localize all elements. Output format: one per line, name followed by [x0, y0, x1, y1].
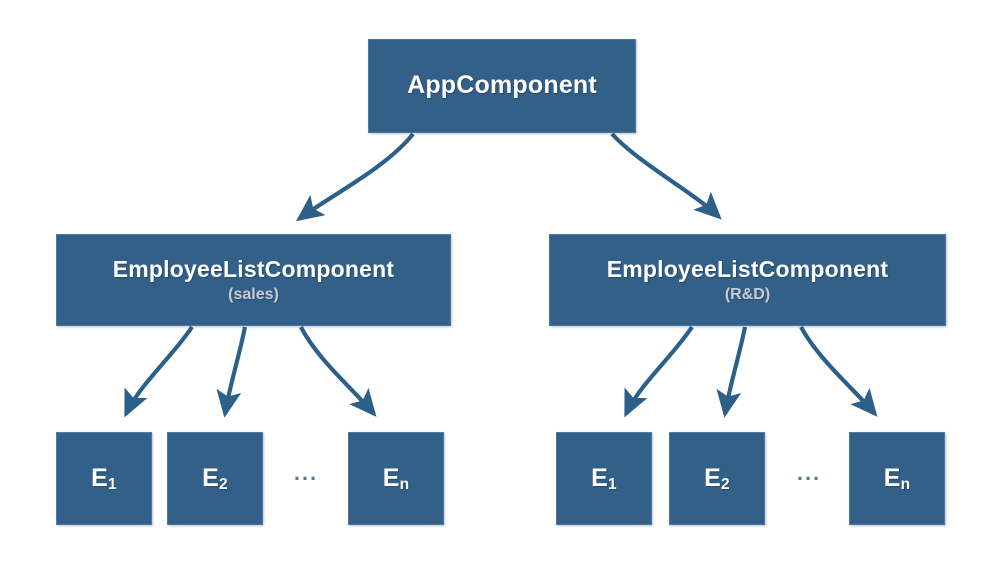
edge-rnd-to-e2 — [716, 326, 748, 418]
node-app-component-label: AppComponent — [407, 71, 597, 100]
employee-base-letter: E — [91, 463, 109, 492]
node-employee-rnd-n-label: En — [883, 463, 911, 494]
node-employee-sales-1-label: E1 — [91, 463, 117, 494]
edge-sales-to-e1 — [124, 325, 194, 418]
employee-index: 1 — [608, 476, 617, 494]
node-employee-list-component-rnd[interactable]: EmployeeListComponent (R&D) — [549, 234, 946, 326]
node-employee-list-component-sales-sublabel: (sales) — [228, 285, 279, 303]
edge-sales-to-e2 — [216, 326, 248, 418]
employee-index: n — [399, 476, 410, 494]
node-employee-list-component-rnd-sublabel: (R&D) — [724, 285, 771, 303]
node-employee-sales-n-label: En — [382, 463, 410, 494]
employee-base-letter: E — [382, 463, 400, 492]
node-employee-rnd-2[interactable]: E2 — [669, 432, 765, 525]
employee-base-letter: E — [591, 463, 609, 492]
edge-rnd-to-en — [799, 325, 878, 417]
edge-rnd-to-e1 — [624, 325, 694, 418]
node-employee-rnd-1-label: E1 — [591, 463, 617, 494]
node-employee-list-component-sales-label: EmployeeListComponent — [112, 255, 395, 282]
ellipsis-rnd: ... — [796, 460, 822, 485]
employee-base-letter: E — [883, 463, 901, 492]
employee-index: 2 — [219, 476, 228, 494]
node-employee-rnd-2-label: E2 — [704, 463, 730, 494]
node-employee-sales-n[interactable]: En — [348, 432, 444, 525]
employee-index: 2 — [721, 476, 730, 494]
node-employee-list-component-sales[interactable]: EmployeeListComponent (sales) — [56, 234, 451, 326]
edge-app-to-rnd — [610, 132, 722, 220]
node-employee-sales-1[interactable]: E1 — [56, 432, 152, 525]
edge-app-to-sales — [295, 132, 415, 222]
node-employee-list-component-rnd-label: EmployeeListComponent — [606, 255, 889, 282]
ellipsis-sales: ... — [293, 460, 319, 485]
node-app-component[interactable]: AppComponent — [368, 39, 636, 133]
employee-index: 1 — [108, 476, 117, 494]
edge-sales-to-en — [299, 326, 377, 417]
employee-base-letter: E — [202, 463, 220, 492]
node-employee-sales-2-label: E2 — [202, 463, 228, 494]
node-employee-sales-2[interactable]: E2 — [167, 432, 263, 525]
node-employee-rnd-n[interactable]: En — [849, 432, 945, 525]
node-employee-rnd-1[interactable]: E1 — [556, 432, 652, 525]
employee-base-letter: E — [704, 463, 722, 492]
employee-index: n — [900, 476, 911, 494]
